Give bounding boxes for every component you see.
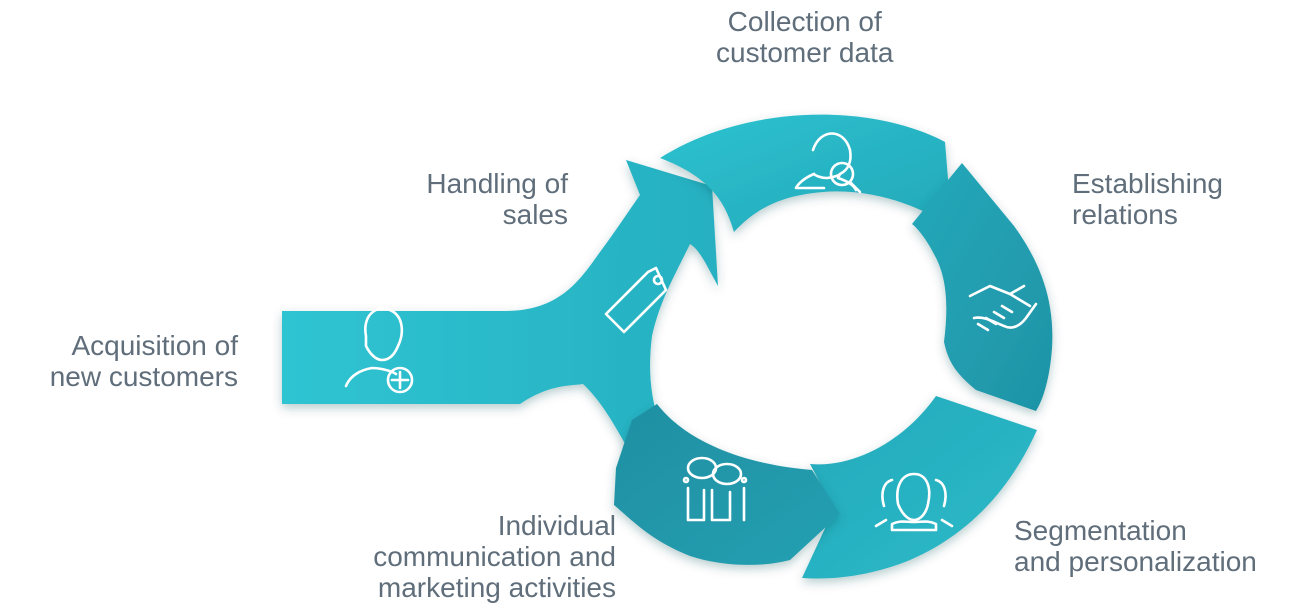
segmentation-arrow	[802, 396, 1037, 579]
step-label-acquisition: Acquisition of new customers	[49, 330, 238, 392]
step-label-segmentation: Segmentation and personalization	[1014, 515, 1257, 577]
handshake-icon	[968, 284, 1038, 332]
user-group-icon	[874, 472, 954, 532]
collection-arrow	[660, 114, 952, 232]
step-label-sales: Handling of sales	[426, 168, 568, 230]
conversation-icon	[682, 456, 748, 522]
step-label-communication: Individual communication and marketing a…	[373, 510, 616, 603]
step-label-establishing: Establishing relations	[1072, 168, 1223, 230]
acquisition-sales-arrow	[282, 160, 718, 456]
add-user-icon	[344, 307, 414, 394]
user-search-icon	[794, 132, 862, 194]
step-label-collection: Collection of customer data	[716, 6, 894, 68]
establishing-arrow	[912, 163, 1053, 411]
price-tag-icon	[604, 266, 668, 334]
